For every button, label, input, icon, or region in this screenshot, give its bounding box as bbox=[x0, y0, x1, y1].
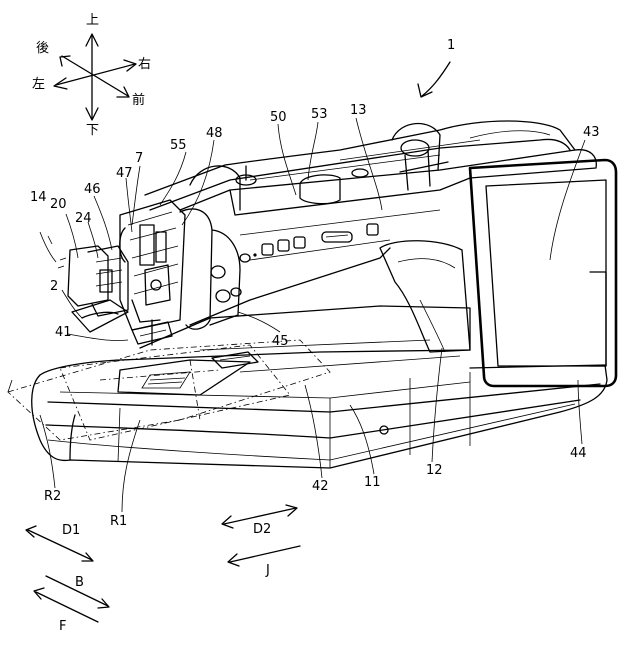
ref-24-label: 24 bbox=[75, 211, 92, 226]
ref-1-label: 1 bbox=[447, 38, 455, 53]
ref-53-label: 53 bbox=[311, 107, 328, 122]
ref-D2-label: D2 bbox=[253, 522, 271, 537]
ref-D1-label: D1 bbox=[62, 523, 80, 538]
ref-47-label: 47 bbox=[116, 166, 133, 181]
direction-compass: 上 下 後 左 右 前 bbox=[32, 13, 151, 138]
ref-42-label: 42 bbox=[312, 479, 329, 494]
ref-14-label: 14 bbox=[30, 190, 47, 205]
direction-down-label: 下 bbox=[86, 123, 99, 138]
ref-R1-label: R1 bbox=[110, 514, 127, 529]
leader-lines bbox=[40, 62, 585, 512]
ref-F-label: F bbox=[59, 619, 66, 634]
ref-11-label: 11 bbox=[364, 475, 381, 490]
ref-R2-label: R2 bbox=[44, 489, 61, 504]
direction-right-label: 右 bbox=[138, 57, 151, 72]
ref-45-label: 45 bbox=[272, 334, 289, 349]
ref-B-label: B bbox=[75, 575, 84, 590]
ref-48-label: 48 bbox=[206, 126, 223, 141]
ref-J-label: J bbox=[265, 563, 270, 578]
direction-front-label: 前 bbox=[132, 92, 145, 108]
ref-43-label: 43 bbox=[583, 125, 600, 140]
ref-44-label: 44 bbox=[570, 446, 587, 461]
direction-left-label: 左 bbox=[32, 77, 45, 92]
ref-41-label: 41 bbox=[55, 325, 72, 340]
direction-up-label: 上 bbox=[86, 13, 99, 28]
ref-7-label: 7 bbox=[135, 151, 143, 166]
ref-12-label: 12 bbox=[426, 463, 443, 478]
ref-50-label: 50 bbox=[270, 110, 287, 125]
ref-46-label: 46 bbox=[84, 182, 101, 197]
reference-numerals: 1 53 13 50 43 48 55 7 47 46 14 20 24 2 4… bbox=[30, 38, 600, 634]
ref-13-label: 13 bbox=[350, 103, 367, 118]
ref-55-label: 55 bbox=[170, 138, 187, 153]
direction-rear-label: 後 bbox=[36, 41, 49, 56]
ref-20-label: 20 bbox=[50, 197, 67, 212]
ref-2-label: 2 bbox=[50, 279, 58, 294]
sewing-machine-drawing bbox=[8, 121, 616, 468]
